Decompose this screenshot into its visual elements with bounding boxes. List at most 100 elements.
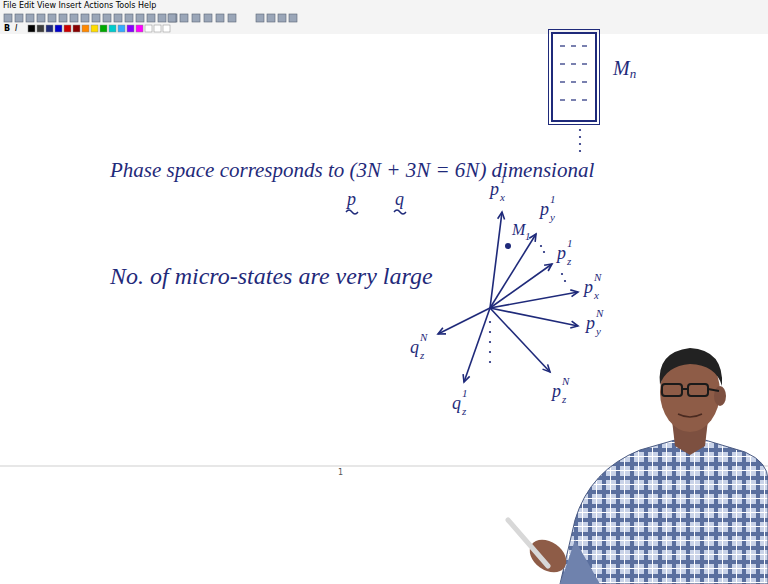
axis-superscript: 1 <box>550 194 556 205</box>
state-box: Mn <box>551 32 597 122</box>
toolbar-icon <box>169 14 177 22</box>
toolbar-icon <box>136 14 144 22</box>
ellipsis-dot <box>579 136 581 138</box>
palette-swatch <box>91 25 98 32</box>
grid-dash <box>560 63 565 64</box>
toolbar-icon <box>114 14 122 22</box>
axis-label: q <box>410 338 419 356</box>
state-grid <box>553 34 595 120</box>
axis-subscript: x <box>500 192 505 203</box>
state-index: n <box>630 67 637 80</box>
axis-superscript: N <box>596 308 603 319</box>
palette-swatch <box>46 25 53 32</box>
toolbar-button: I <box>15 25 17 33</box>
palette-swatch <box>55 25 62 32</box>
person-hair <box>660 348 723 386</box>
palette-swatch <box>118 25 125 32</box>
toolbar-icon <box>168 14 176 22</box>
ellipsis-dot <box>561 273 563 275</box>
palette-swatch <box>163 25 170 32</box>
axis-superscript: 1 <box>567 238 573 249</box>
palette-swatch <box>127 25 134 32</box>
grid-dash <box>571 81 576 82</box>
axis-line <box>464 308 490 382</box>
ellipsis-dot <box>489 351 491 353</box>
axis-arrowhead <box>543 364 550 372</box>
axis-line <box>490 292 578 308</box>
state-box-label: Mn <box>613 58 636 78</box>
state-label: M <box>613 58 630 78</box>
toolbar-icon <box>267 14 275 22</box>
axis-line <box>490 212 502 308</box>
axis-arrowhead <box>544 264 552 271</box>
axis-label: p <box>586 314 595 332</box>
person-glasses <box>682 389 719 391</box>
axis-arrowhead <box>570 321 578 328</box>
toolbar-icon <box>216 14 224 22</box>
axis-subscript: z <box>420 350 424 361</box>
person-hand <box>524 533 573 579</box>
grid-dash <box>582 81 587 82</box>
toolbar-icon <box>228 14 236 22</box>
grid-dash <box>582 45 587 46</box>
grid-dash <box>582 63 587 64</box>
toolbar-icon <box>59 14 67 22</box>
toolbar-icon <box>103 14 111 22</box>
axis-label: p <box>557 244 566 262</box>
person-glasses <box>688 384 708 396</box>
toolbar-icon <box>180 14 188 22</box>
grid-dash <box>571 63 576 64</box>
person-ear <box>714 386 726 406</box>
grid-dash <box>582 99 587 100</box>
axis-label: p <box>490 180 499 198</box>
toolbar-icon <box>48 14 56 22</box>
ellipsis-dot <box>564 280 566 282</box>
toolbar-icon <box>278 14 286 22</box>
toolbar-background <box>0 0 768 34</box>
toolbar-icon <box>92 14 100 22</box>
vector-tilde <box>394 210 406 214</box>
heading-text: Phase space corresponds to (3N + 3N = 6N… <box>110 160 594 181</box>
palette-swatch <box>145 25 152 32</box>
toolbar-icon <box>37 14 45 22</box>
axis-subscript: z <box>562 394 566 405</box>
palette-swatch <box>136 25 143 32</box>
palette-swatch <box>37 25 44 32</box>
axis-arrowhead <box>438 328 446 334</box>
toolbar-icon <box>158 14 166 22</box>
variable-symbol: p <box>347 190 356 208</box>
toolbar-icon <box>15 14 23 22</box>
axis-superscript: 1 <box>462 388 468 399</box>
state-label: M <box>512 222 525 238</box>
stylus-pen <box>508 520 548 566</box>
axis-subscript: y <box>550 212 555 223</box>
palette-swatch <box>64 25 71 32</box>
palette-swatch <box>82 25 89 32</box>
axis-superscript: 1 <box>500 174 506 185</box>
variable-symbol: q <box>395 190 404 208</box>
axis-superscript: N <box>562 376 569 387</box>
micro-state-point <box>505 243 511 249</box>
person-glasses <box>662 384 682 396</box>
axis-arrowhead <box>570 290 578 297</box>
page-number: 1 <box>338 469 343 477</box>
ellipsis-dot <box>579 143 581 145</box>
axis-subscript: z <box>462 406 466 417</box>
toolbar-icon <box>192 14 200 22</box>
vector-tilde <box>346 210 358 214</box>
axis-label: p <box>552 382 561 400</box>
axis-subscript: x <box>594 290 599 301</box>
toolbar-icon <box>125 14 133 22</box>
palette-swatch <box>28 25 35 32</box>
axis-line <box>490 308 550 372</box>
palette-swatch <box>73 25 80 32</box>
note-text: No. of micro-states are very large <box>110 264 433 288</box>
person-shirt <box>560 440 768 584</box>
grid-dash <box>560 45 565 46</box>
toolbar-icon <box>4 14 12 22</box>
grid-dash <box>560 81 565 82</box>
toolbar-icon <box>147 14 155 22</box>
axis-subscript: y <box>596 326 601 337</box>
toolbar-icon <box>289 14 297 22</box>
ellipsis-dot <box>579 129 581 131</box>
